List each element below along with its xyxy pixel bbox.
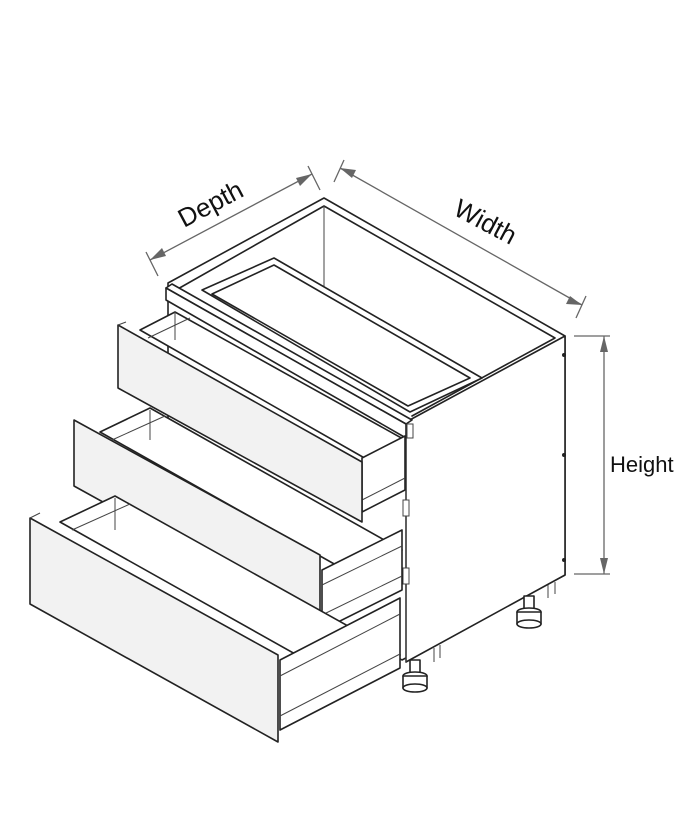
- height-label: Height: [610, 452, 674, 477]
- depth-dimension: [145, 165, 321, 277]
- drawer-top: [117, 311, 406, 523]
- width-dimension: [333, 159, 587, 319]
- top-opening: [175, 205, 556, 417]
- drawer-top-front: [117, 324, 363, 523]
- drawer-middle: [73, 407, 403, 631]
- leg-front: [402, 659, 428, 693]
- leg-back: [516, 595, 542, 629]
- drawer-bottom: [29, 495, 401, 743]
- height-dimension: [574, 335, 610, 575]
- drawer-bottom-front: [29, 517, 279, 743]
- depth-label: Depth: [173, 174, 248, 233]
- width-label: Width: [449, 193, 522, 251]
- leveling-legs: [402, 582, 556, 693]
